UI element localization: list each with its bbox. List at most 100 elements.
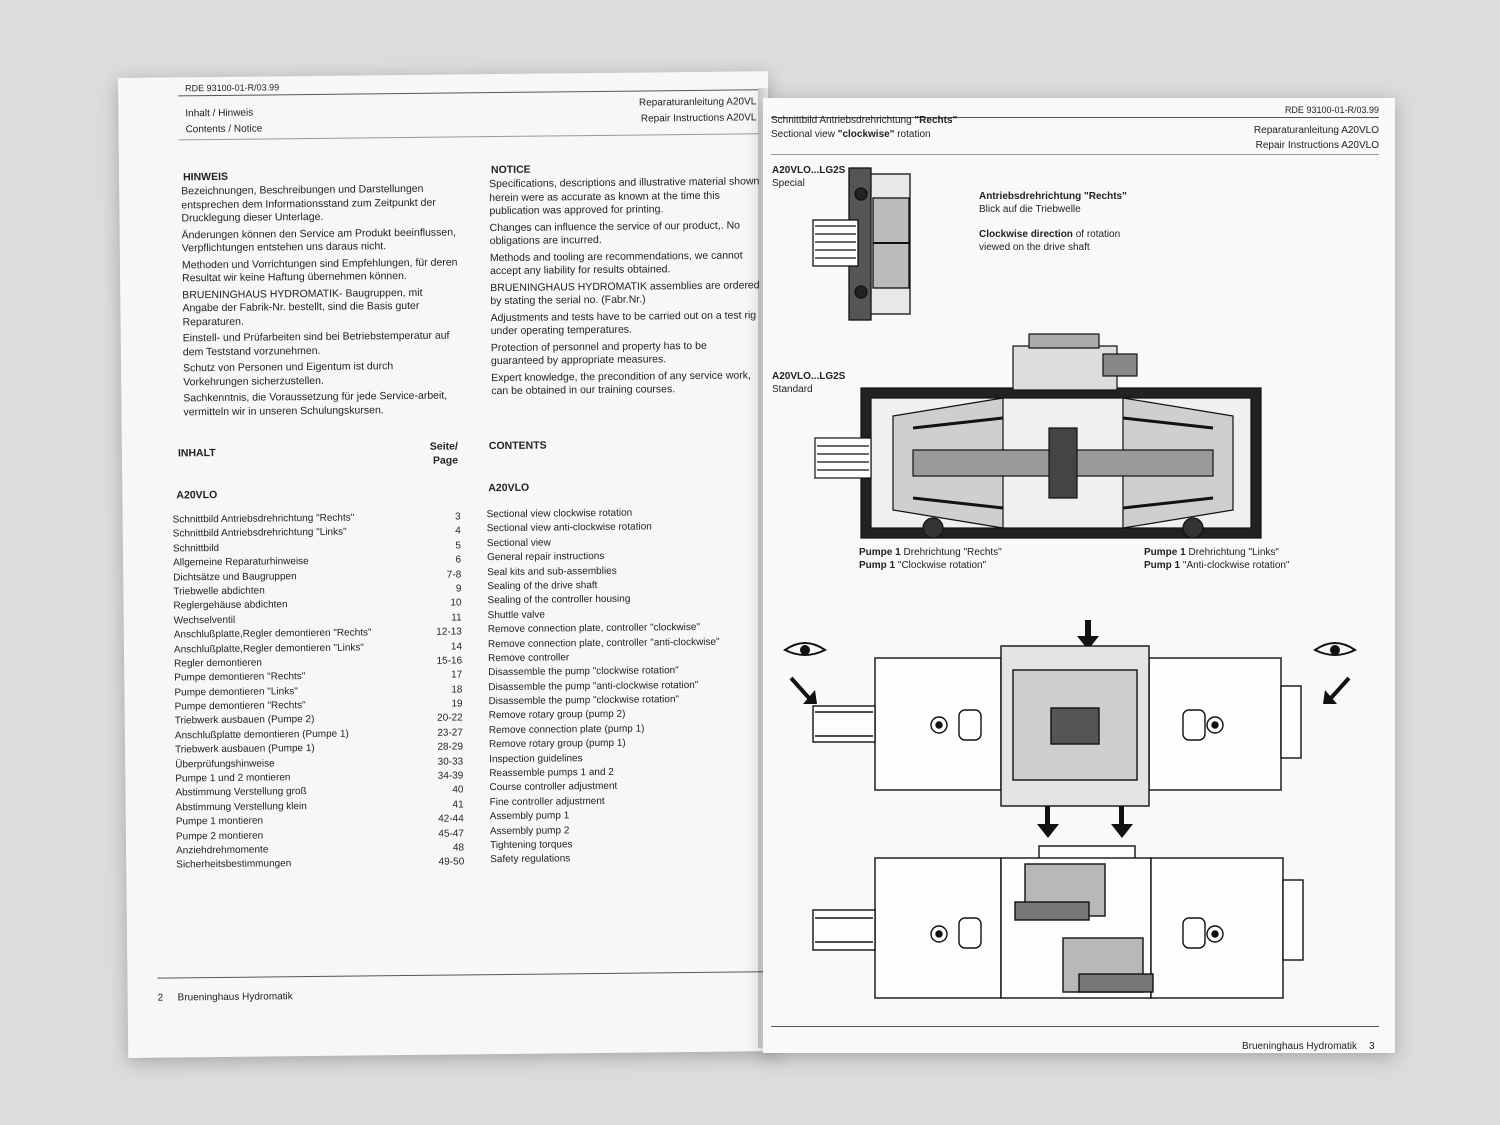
section-header-de: Inhalt / Hinweis [185, 107, 254, 120]
toc-entry-page: 48 [452, 842, 465, 854]
fig1-model: A20VLO...LG2S [772, 165, 846, 176]
notice-paragraph: Adjustments and tests have to be carried… [490, 308, 757, 338]
direction-de: Antriebsdrehrichtung "Rechts"Blick auf d… [979, 191, 1127, 215]
pump-sectional-drawings [783, 167, 1357, 999]
toc-entry-title: Pumpe 1 und 2 montieren [175, 772, 291, 785]
toc-entry-page: 49-50 [438, 856, 465, 869]
toc-entry-title: Schnittbild [172, 542, 220, 555]
toc-entry-page: 41 [452, 799, 464, 811]
toc-entry-title: Anziehdrehmomente [176, 844, 269, 857]
arrow-down-icon [1077, 620, 1099, 650]
notice-en-body: Specifications, descriptions and illustr… [489, 175, 763, 401]
toc-entry-en: Safety regulations [490, 853, 571, 866]
notice-paragraph: Specifications, descriptions and illustr… [489, 175, 760, 218]
doc-code: RDE 93100-01-R/03.99 [185, 82, 280, 94]
toc-entry-title: Triebwerk ausbauen (Pumpe 2) [174, 714, 315, 727]
toc-entry-title: Reglergehäuse abdichten [173, 599, 288, 612]
toc-entry-title: Pumpe demontieren "Links" [174, 685, 298, 699]
doc-code-right: RDE 93100-01-R/03.99 [1284, 105, 1379, 115]
standard-section-drawing [814, 333, 1262, 539]
pump-label-right-de: Pumpe 1 Drehrichtung "Links" [1144, 547, 1279, 558]
pump-with-controllers-drawing [812, 845, 1304, 999]
notice-paragraph: Methoden und Vorrichtungen sind Empfehlu… [181, 255, 458, 285]
right-page: RDE 93100-01-R/03.99 Schnittbild Antrieb… [763, 98, 1395, 1053]
toc-entry-page: 23-27 [437, 727, 463, 739]
toc-entry-title: Schnittbild Antriebsdrehrichtung "Links" [172, 527, 347, 540]
arrow-down-pair-icon [1037, 806, 1133, 838]
notice-paragraph: Bezeichnungen, Beschreibungen und Darste… [181, 182, 436, 225]
toc-entry-title: Pumpe demontieren "Rechts" [174, 700, 306, 713]
toc-entry-title: Abstimmung Verstellung groß [175, 786, 307, 799]
toc-entry-page: 30-33 [437, 756, 464, 768]
toc-entry-page: 4 [455, 525, 461, 537]
notice-paragraph: Expert knowledge, the precondition of an… [491, 368, 751, 398]
notice-paragraph: Änderungen können den Service am Produkt… [181, 225, 457, 255]
fig2-model: A20VLO...LG2S [772, 371, 846, 382]
toc-entry-page: 6 [455, 554, 462, 566]
toc-entry-de: Sicherheitsbestimmungen 49-50 [176, 856, 464, 873]
notice-paragraph: Methods and tooling are recommendations,… [489, 248, 743, 278]
notice-paragraph: Schutz von Personen und Eigentum ist dur… [182, 360, 394, 388]
toc-page-label-2: Page [432, 454, 459, 467]
toc-entry-title: Allgemeine Reparaturhinweise [173, 556, 309, 569]
notice-de-title: HINWEIS [182, 170, 229, 184]
toc-entry-title: Sicherheitsbestimmungen [176, 858, 292, 871]
toc-entry-page: 28-29 [437, 741, 464, 753]
toc-entry-page: 14 [450, 640, 463, 653]
notice-paragraph: Changes can influence the service of our… [489, 218, 741, 248]
toc-entry-page: 5 [455, 540, 461, 552]
toc-entry-title: Überprüfungshinweise [175, 758, 275, 771]
toc-entry-title: Triebwerk ausbauen (Pumpe 1) [174, 743, 315, 756]
section-header-en: Contents / Notice [185, 123, 263, 136]
toc-entry-title: Pumpe demontieren "Rechts" [174, 671, 306, 684]
notice-paragraph: Protection of personnel and property has… [490, 339, 707, 368]
toc-entry-page: 15-16 [436, 655, 463, 667]
toc-entry-page: 42-44 [438, 813, 464, 825]
toc-entry-page: 10 [450, 597, 462, 609]
page-number-right: 3 [1369, 1041, 1375, 1052]
open-booklet: RDE 93100-01-R/03.99 Inhalt / Hinweis Co… [118, 71, 1396, 1063]
notice-paragraph: BRUENINGHAUS HYDROMATIK- Baugruppen, mit… [182, 286, 423, 328]
toc-entry-page: 3 [454, 511, 461, 523]
toc-entry-title: Pumpe 1 montieren [175, 815, 264, 828]
notice-de-body: Bezeichnungen, Beschreibungen und Darste… [181, 182, 459, 422]
pump-label-left-en: Pump 1 "Clockwise rotation" [859, 560, 987, 571]
toc-entry-page: 20-22 [437, 712, 463, 725]
notice-paragraph: BRUENINGHAUS HYDROMATIK assemblies are o… [490, 278, 760, 308]
pump-label-right-en: Pump 1 "Anti-clockwise rotation" [1144, 560, 1290, 571]
toc-entry-page: 45-47 [438, 828, 464, 840]
eye-icon [783, 642, 1357, 656]
toc-entry-page: 9 [455, 583, 462, 595]
footer-brand-left: Brueninghaus Hydromatik [177, 991, 293, 1004]
toc-model-en: A20VLO [488, 481, 530, 495]
notice-en-title: NOTICE [490, 163, 531, 177]
toc-entry-page: 19 [451, 698, 463, 710]
left-page: RDE 93100-01-R/03.99 Inhalt / Hinweis Co… [118, 71, 779, 1058]
toc-entry-page: 11 [451, 612, 462, 624]
toc-page-label-1: Seite/ [429, 440, 458, 453]
section-header-en-right: Sectional view "clockwise" rotation [771, 129, 931, 140]
toc-entry-page: 40 [452, 784, 464, 796]
fig2-variant: Standard [772, 384, 813, 395]
fig1-variant: Special [772, 178, 805, 189]
toc-entry-page: 7-8 [446, 568, 462, 581]
toc-model-de: A20VLO [176, 488, 218, 502]
toc-entry-title: Anschlußplatte demontieren (Pumpe 1) [174, 728, 349, 742]
toc-entry-page: 18 [451, 684, 463, 696]
pump-label-left-de: Pumpe 1 Drehrichtung "Rechts" [859, 547, 1002, 558]
notice-paragraph: Sachkenntnis, die Voraussetzung für jede… [183, 389, 448, 418]
toc-de-title: INHALT [177, 446, 216, 460]
manual-title-en-right: Repair Instructions A20VLO [1255, 140, 1379, 151]
manual-title-en: Repair Instructions A20VL [640, 112, 757, 125]
toc-entry-page: 34-39 [437, 770, 464, 782]
section-header-de-right: Schnittbild Antriebsdrehrichtung "Rechts… [771, 115, 958, 126]
toc-en-title: CONTENTS [488, 439, 547, 453]
page-number-left: 2 [157, 992, 164, 1004]
toc-de-list: Schnittbild Antriebsdrehrichtung "Rechts… [173, 510, 465, 873]
toc-entry-page: 12-13 [436, 626, 462, 638]
footer-brand-right: Brueninghaus Hydromatik [1241, 1041, 1357, 1052]
manual-title-de: Reparaturanleitung A20VL [638, 96, 757, 109]
toc-entry-title: Dichtsätze und Baugruppen [173, 570, 297, 584]
